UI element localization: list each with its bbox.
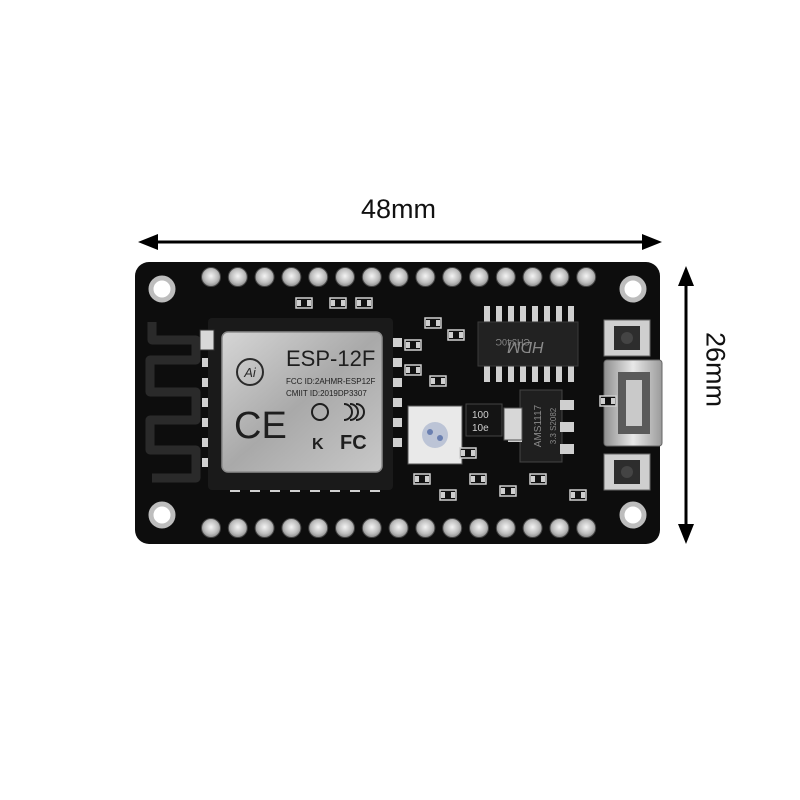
height-dimension-arrow	[678, 266, 694, 544]
header-pin	[227, 267, 248, 287]
header-pin	[549, 267, 570, 287]
header-pin	[495, 518, 516, 538]
header-pin	[388, 267, 409, 287]
ai-thinker-logo: Ai	[243, 365, 257, 380]
rgb-led	[407, 405, 463, 465]
header-pin	[281, 267, 302, 287]
micro-usb-port	[603, 359, 663, 447]
header-pins-top	[201, 267, 597, 287]
svg-text:K: K	[312, 436, 324, 453]
header-pin	[495, 267, 516, 287]
header-pin	[415, 518, 436, 538]
header-pin	[254, 518, 275, 538]
header-pin	[576, 518, 597, 538]
header-pin	[308, 267, 329, 287]
header-pins-bottom	[201, 518, 597, 538]
header-pin	[522, 267, 543, 287]
ce-mark: CE	[234, 405, 287, 447]
smd-component	[199, 329, 215, 351]
header-pin	[308, 518, 329, 538]
header-pin	[361, 518, 382, 538]
wifi-antenna-trace	[145, 322, 201, 483]
width-dimension-arrow	[138, 234, 662, 250]
header-pin	[388, 518, 409, 538]
smd-resistor: 100 10e	[465, 403, 523, 441]
voltage-regulator: AMS1117 3.3 S2082	[508, 389, 574, 463]
header-pin	[442, 518, 463, 538]
header-pin	[442, 267, 463, 287]
fc-mark: FC	[340, 432, 367, 454]
header-pin	[361, 267, 382, 287]
header-pin	[335, 267, 355, 287]
chip-brand: HDM	[507, 338, 544, 355]
flash-button	[603, 453, 651, 491]
header-pin	[469, 518, 489, 538]
module-model-label: ESP-12F	[286, 346, 375, 371]
header-pin	[335, 518, 355, 538]
compliance-icon	[311, 403, 365, 421]
header-pin	[201, 518, 221, 538]
regulator-part: AMS1117	[533, 404, 544, 447]
header-pin	[522, 518, 543, 538]
header-pin	[549, 518, 570, 538]
header-pin	[254, 267, 275, 287]
esp12f-module: Ai ESP-12F FCC ID:2AHMR-ESP12F CMIIT ID:…	[199, 318, 393, 490]
mounting-hole	[148, 275, 647, 529]
smd-components	[295, 297, 617, 501]
width-dimension-label: 48mm	[361, 194, 437, 224]
module-cmiit-id: CMIIT ID:2019DP3307	[286, 389, 367, 398]
resistor-code-1: 100	[472, 410, 489, 421]
chip-part: CH340C	[495, 337, 530, 347]
header-pin	[415, 267, 436, 287]
header-pin	[201, 267, 221, 287]
header-pin	[469, 267, 489, 287]
header-pin	[281, 518, 302, 538]
header-pin	[227, 518, 248, 538]
module-fcc-id: FCC ID:2AHMR-ESP12F	[286, 377, 375, 386]
usb-serial-chip: HDM CH340C	[477, 306, 579, 382]
reset-button	[603, 319, 651, 357]
header-pin	[576, 267, 597, 287]
resistor-code-2: 10e	[472, 423, 489, 434]
regulator-code: 3.3 S2082	[549, 407, 558, 444]
